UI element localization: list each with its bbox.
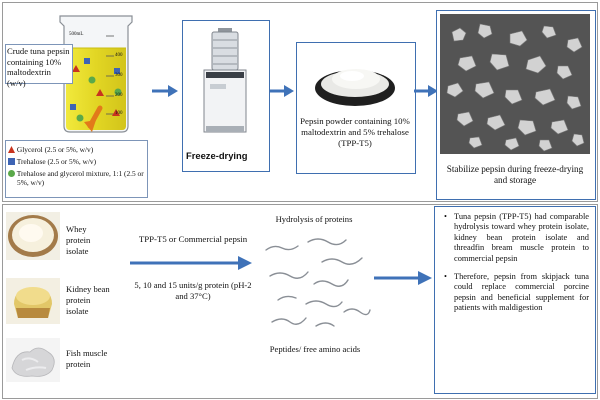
legend-item: Glycerol (2.5 or 5%, w/v) bbox=[8, 145, 93, 154]
beaker-mark: 300 bbox=[115, 73, 123, 78]
pepsin-powder-box bbox=[296, 42, 416, 174]
beaker-mark: 400 bbox=[115, 53, 123, 58]
beaker-mark: 200 bbox=[115, 93, 123, 98]
beaker-illustration bbox=[59, 15, 133, 133]
additive-legend-box bbox=[5, 140, 148, 198]
hydrolysis-title: Hydrolysis of proteins bbox=[275, 214, 353, 224]
arrow-icon bbox=[374, 271, 432, 285]
fish-muscle-protein-image bbox=[6, 338, 60, 382]
circle-icon bbox=[8, 170, 15, 177]
enzyme-label: TPP-T5 or Commercial pepsin bbox=[138, 234, 248, 244]
conclusion-item: • Therefore, pepsin from skipjack tuna c… bbox=[444, 272, 589, 314]
conclusions-box bbox=[434, 206, 596, 394]
legend-text: Trehalose (2.5 or 5%, w/v) bbox=[16, 157, 97, 166]
conclusion-text: Therefore, pepsin from skipjack tuna cou… bbox=[454, 272, 589, 313]
protein-label: Fish muscle protein bbox=[66, 348, 108, 369]
peptides-label: Peptides/ free amino acids bbox=[269, 344, 361, 354]
legend-item: Trehalose and glycerol mixture, 1:1 (2.5… bbox=[8, 169, 151, 187]
conclusion-text: Tuna pepsin (TPP-T5) had comparable hydr… bbox=[454, 212, 589, 263]
arrow-icon bbox=[414, 85, 438, 97]
beaker-label: Crude tuna pepsin containing 10% maltode… bbox=[7, 46, 70, 88]
bullet-icon: • bbox=[444, 212, 447, 221]
stabilize-label: Stabilize pepsin during freeze-drying an… bbox=[446, 164, 584, 186]
bullet-icon: • bbox=[444, 272, 447, 282]
conclusions-list: • Tuna pepsin (TPP-T5) had comparable hy… bbox=[444, 212, 589, 322]
beaker-mark: 100 bbox=[115, 111, 123, 116]
conclusion-item: • Tuna pepsin (TPP-T5) had comparable hy… bbox=[444, 212, 589, 264]
arrow-icon bbox=[270, 85, 294, 97]
beaker-mark: 500mL bbox=[69, 32, 84, 37]
whey-protein-image bbox=[6, 212, 60, 260]
arrow-icon bbox=[152, 85, 178, 97]
freeze-dryer-illustration bbox=[203, 28, 247, 133]
legend-text: Glycerol (2.5 or 5%, w/v) bbox=[16, 145, 94, 154]
dose-label: 5, 10 and 15 units/g protein (pH-2 and 3… bbox=[134, 280, 252, 301]
powder-dish-illustration bbox=[315, 69, 395, 106]
peptide-fragments bbox=[265, 238, 371, 327]
legend-text: Trehalose and glycerol mixture, 1:1 (2.5… bbox=[16, 169, 144, 187]
pepsin-powder-label: Pepsin powder containing 10% maltodextri… bbox=[300, 116, 410, 148]
kidney-bean-protein-image bbox=[6, 278, 60, 324]
triangle-icon bbox=[8, 146, 15, 153]
arrow-icon bbox=[130, 256, 252, 270]
protein-label: Whey protein isolate bbox=[66, 224, 91, 256]
freeze-drying-label: Freeze-drying bbox=[186, 150, 248, 161]
sem-micrograph bbox=[440, 14, 590, 154]
legend-item: Trehalose (2.5 or 5%, w/v) bbox=[8, 157, 96, 166]
beaker-label-box bbox=[5, 44, 73, 84]
protein-label: Kidney bean protein isolate bbox=[66, 284, 110, 316]
square-icon bbox=[8, 158, 15, 165]
